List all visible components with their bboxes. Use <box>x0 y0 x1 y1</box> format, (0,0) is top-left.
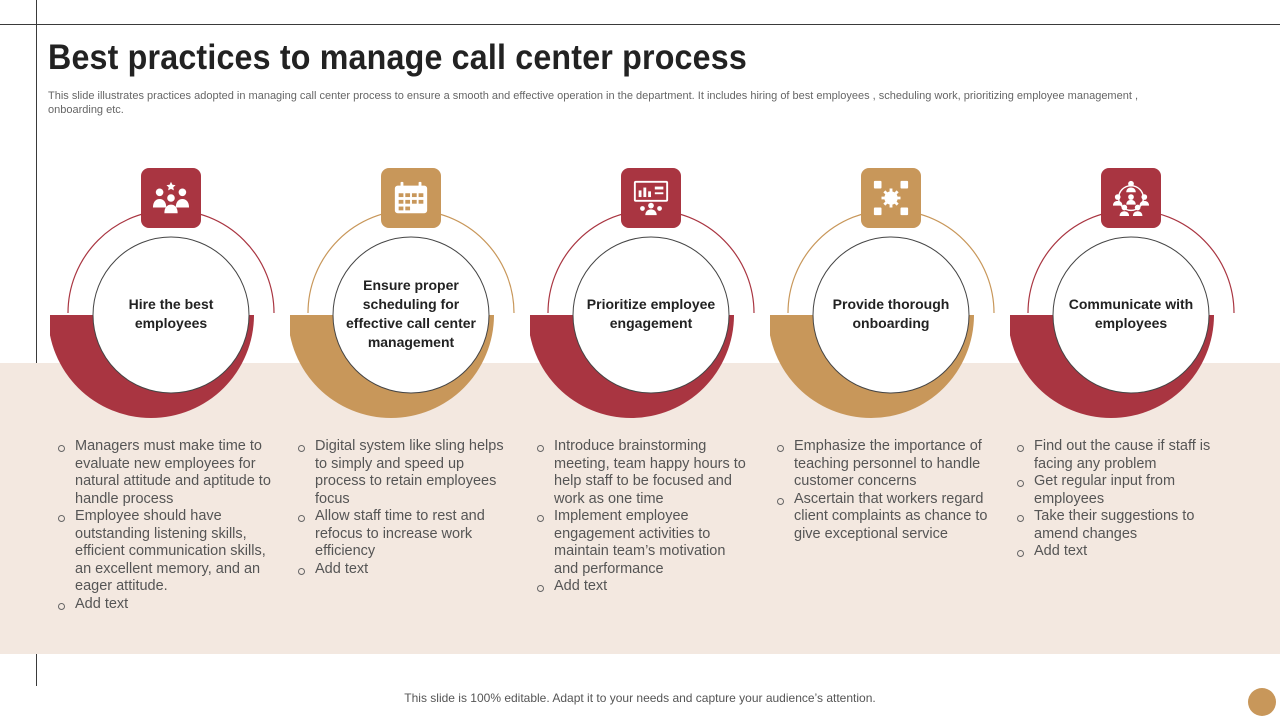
step-ring <box>290 209 515 418</box>
bullet-item: Digital system like sling helps to simpl… <box>297 438 512 508</box>
step-bullet-list: Managers must make time to evaluate new … <box>57 438 272 613</box>
footer-note: This slide is 100% editable. Adapt it to… <box>404 691 876 705</box>
team-network-icon <box>1112 179 1150 217</box>
step-ring <box>530 209 755 418</box>
step-bullet-list: Digital system like sling helps to simpl… <box>297 438 512 578</box>
step-label: Provide thorough onboarding <box>832 296 950 331</box>
step-label: Communicate with employees <box>1068 296 1194 331</box>
presentation-icon <box>632 179 670 217</box>
bullet-item: Employee should have outstanding listeni… <box>57 508 272 596</box>
step-5: Communicate with employees <box>1010 160 1250 430</box>
bullet-item: Implement employee engagement activities… <box>536 508 751 578</box>
bullet-item: Add text <box>297 561 512 579</box>
step-bullet-list: Emphasize the importance of teaching per… <box>776 438 991 543</box>
top-rule <box>0 24 1280 25</box>
left-rule <box>36 0 37 686</box>
bullet-item: Add text <box>536 578 751 596</box>
step-icon-box <box>381 168 441 228</box>
page-subtitle: This slide illustrates practices adopted… <box>48 90 1138 116</box>
step-label: Prioritize employee engagement <box>586 296 716 331</box>
step-2: Ensure proper scheduling for effective c… <box>290 160 530 430</box>
bullet-item: Take their suggestions to amend changes <box>1016 508 1231 543</box>
step-ring <box>770 209 995 418</box>
bullet-item: Managers must make time to evaluate new … <box>57 438 272 508</box>
step-4: Provide thorough onboarding <box>770 160 1010 430</box>
step-3: Prioritize employee engagement <box>530 160 770 430</box>
step-ring <box>1010 209 1235 418</box>
page-title: Best practices to manage call center pro… <box>48 38 747 77</box>
step-1: Hire the best employees <box>50 160 290 430</box>
step-icon-box <box>861 168 921 228</box>
bullet-item: Add text <box>1016 543 1231 561</box>
bullet-item: Get regular input from employees <box>1016 473 1231 508</box>
step-label: Hire the best employees <box>128 296 214 331</box>
bullet-item: Allow staff time to rest and refocus to … <box>297 508 512 561</box>
corner-decoration <box>1248 688 1276 716</box>
gear-process-icon <box>872 179 910 217</box>
bullet-item: Introduce brainstorming meeting, team ha… <box>536 438 751 508</box>
step-icon-box <box>1101 168 1161 228</box>
step-icon-box <box>141 168 201 228</box>
step-label: Ensure proper scheduling for effective c… <box>346 277 476 350</box>
bullet-item: Add text <box>57 596 272 614</box>
bullet-item: Ascertain that workers regard client com… <box>776 491 991 544</box>
step-bullet-list: Introduce brainstorming meeting, team ha… <box>536 438 751 596</box>
bullet-item: Find out the cause if staff is facing an… <box>1016 438 1231 473</box>
step-ring <box>50 209 275 418</box>
bullet-item: Emphasize the importance of teaching per… <box>776 438 991 491</box>
calendar-icon <box>392 179 430 217</box>
hiring-team-icon <box>152 179 190 217</box>
step-icon-box <box>621 168 681 228</box>
step-bullet-list: Find out the cause if staff is facing an… <box>1016 438 1231 561</box>
